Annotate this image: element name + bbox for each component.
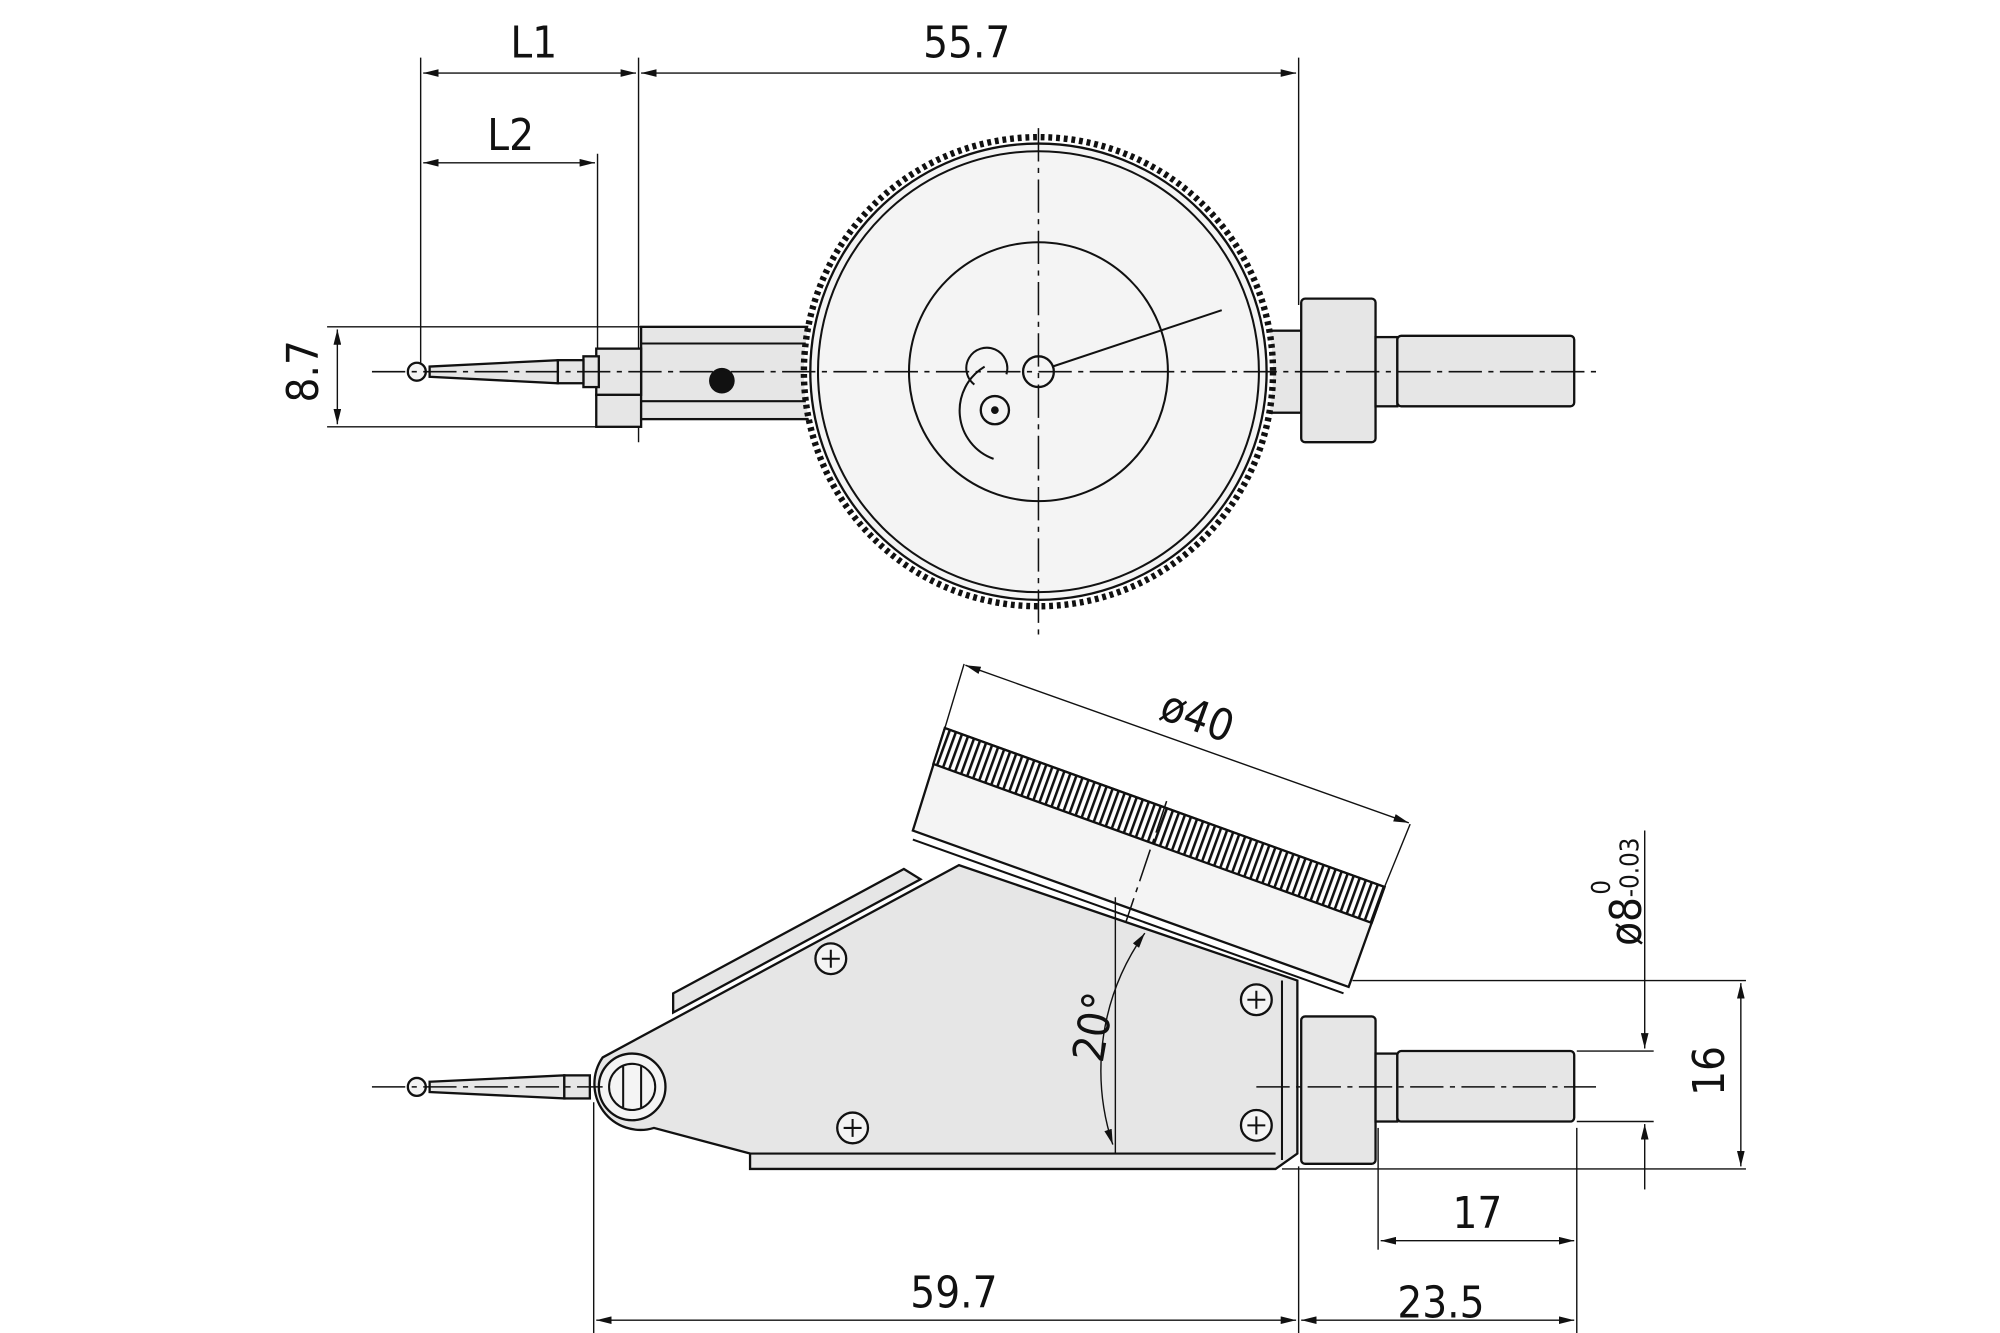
stem-collar-side bbox=[1300, 1015, 1377, 1165]
label-dial-diameter: ø40 bbox=[1154, 681, 1240, 753]
dim-arc-tilt bbox=[1100, 932, 1146, 1145]
label-tilt-angle: 20° bbox=[1064, 989, 1125, 1066]
label-16: 16 bbox=[1685, 1046, 1735, 1096]
label-l1: L1 bbox=[510, 19, 557, 69]
top-view: L1 55.7 L2 8.7 bbox=[279, 19, 1597, 641]
label-17: 17 bbox=[1452, 1189, 1502, 1239]
pivot-dot bbox=[709, 367, 735, 394]
screw-icon bbox=[814, 942, 848, 976]
side-view: ø40 20° 16 ø8 0 -0.03 17 59.7 23.5 bbox=[371, 663, 1746, 1333]
label-8-7: 8.7 bbox=[279, 340, 329, 402]
screw-icon bbox=[1239, 1108, 1273, 1142]
stem-collar-top bbox=[1300, 297, 1377, 444]
dim-line-dial-diameter bbox=[965, 664, 1410, 824]
label-stem-tol-upper: 0 bbox=[1587, 880, 1617, 895]
screw-icon bbox=[1239, 983, 1273, 1017]
label-23-5: 23.5 bbox=[1397, 1279, 1484, 1329]
label-stem-tol-lower: -0.03 bbox=[1615, 838, 1645, 898]
dial-needle bbox=[1044, 309, 1223, 371]
label-55-7: 55.7 bbox=[923, 19, 1010, 69]
screw-icon bbox=[836, 1111, 870, 1145]
label-stem-diameter: ø8 bbox=[1602, 897, 1652, 946]
label-59-7: 59.7 bbox=[910, 1268, 997, 1318]
label-l2: L2 bbox=[487, 111, 534, 161]
body-lower-step bbox=[595, 393, 643, 428]
